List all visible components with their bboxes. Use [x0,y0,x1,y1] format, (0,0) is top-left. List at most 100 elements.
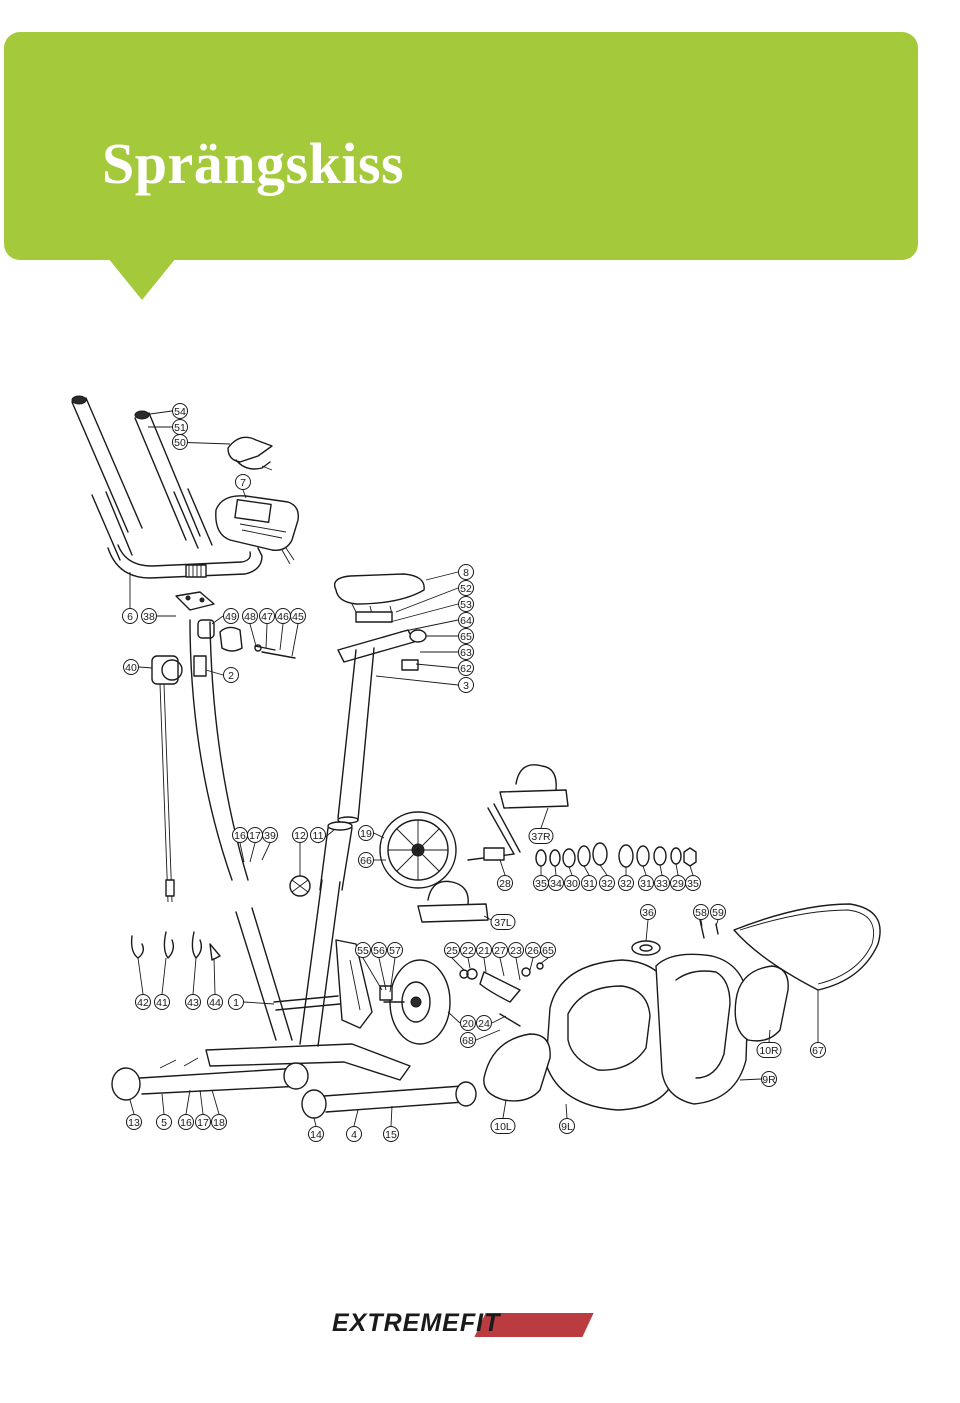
callout-16: 16 [232,827,248,863]
callout-leader-line [515,957,521,981]
callout-63: 63 [420,644,474,660]
callout-67: 67 [810,990,826,1058]
callout-bubble [178,1114,194,1130]
callout-leader-line [242,489,247,499]
callout-leader-line [583,865,590,876]
callout-number: 36 [642,907,654,919]
callout-13: 13 [126,1099,142,1130]
callout-leader-line [138,666,153,669]
callout-number: 56 [373,945,385,957]
callout-bubble [123,659,139,675]
callout-number: 27 [494,945,506,957]
callout-17: 17 [247,827,263,863]
callout-number: 9L [561,1121,573,1133]
callout-number: 21 [478,945,490,957]
callout-leader-line [353,1109,359,1127]
callout-28: 28 [497,859,513,891]
callout-bubble [564,875,580,891]
callout-number: 37L [494,917,512,929]
callout-number: 59 [712,907,724,919]
callout-42: 42 [135,957,151,1010]
callout-bubble [172,434,188,450]
callout-leader-line [540,807,549,829]
callout-bubble [693,904,709,920]
callout-number: 55 [357,945,369,957]
callout-bubble [156,1114,172,1130]
callout-leader-line [375,675,459,686]
callout-bubble [476,1015,492,1031]
callout-number: 16 [234,830,246,842]
callout-leader-line [399,619,459,633]
callout-leader-line [642,865,647,876]
callout-number: 42 [137,997,149,1009]
callout-number: 32 [620,878,632,890]
callout-bubble [685,875,701,891]
callout-number: 43 [187,997,199,1009]
callout-number: 39 [264,830,276,842]
callout-bubble [618,875,634,891]
callout-bubble [262,827,278,843]
callout-number: 9R [762,1074,776,1086]
callout-46: 46 [275,608,291,651]
callout-number: 51 [174,422,186,434]
page-title: Sprängskiss [102,131,405,196]
callout-24: 24 [476,1015,507,1031]
callout-bubble [458,677,474,693]
callout-number: 31 [583,878,595,890]
callout-43: 43 [185,957,201,1010]
diagram-drawing [71,395,881,1119]
callout-bubble [540,942,556,958]
callout-leader-line [739,1078,762,1081]
callout-number: 29 [672,878,684,890]
callout-35: 35 [533,866,549,891]
callout-65: 65 [426,628,474,644]
callout-4: 4 [346,1109,362,1142]
callout-bubble [444,942,460,958]
callout-bubble [154,994,170,1010]
callout-number: 65 [542,945,554,957]
callout-number: 22 [462,945,474,957]
callout-bubble [492,942,508,958]
callout-17: 17 [195,1089,211,1130]
callout-leader-line [645,919,649,942]
callout-bubble [497,875,513,891]
callout-9L: 9L [559,1103,575,1134]
callout-number: 28 [499,878,511,890]
callout-bubble [195,1114,211,1130]
callout-number: 50 [174,437,186,449]
callout-57: 57 [387,942,403,993]
callout-48: 48 [242,608,258,647]
banner-pointer [108,258,176,300]
callout-number: 3 [463,680,469,692]
callout-21: 21 [476,942,492,973]
callout-bubble [640,904,656,920]
callout-5: 5 [156,1093,172,1130]
callout-number: 1 [233,997,239,1009]
callout-leader-line [389,957,396,993]
callout-bubble [528,828,554,844]
callout-number: 7 [240,477,246,489]
callout-number: 68 [462,1035,474,1047]
callout-bubble [358,852,374,868]
callout-bubble [141,608,157,624]
callout-leader-line [675,863,679,876]
callout-26: 26 [525,942,541,971]
callout-leader-line [129,1099,135,1115]
callout-20: 20 [447,1011,476,1031]
callout-leader-line [539,957,549,965]
callout-leader-line [415,663,459,669]
callout-number: 11 [313,830,324,842]
header-banner [4,32,918,260]
callout-bubble [292,827,308,843]
callout-53: 53 [389,596,474,623]
callout-leader-line [568,866,573,876]
callout-39: 39 [261,827,278,861]
callout-number: 44 [209,997,221,1009]
callout-49: 49 [211,608,239,625]
callout-leader-line [373,832,385,839]
callout-number: 38 [143,611,155,623]
callout-leader-line [425,571,459,581]
callout-65: 65 [539,942,556,965]
callout-bubble [490,1118,516,1134]
